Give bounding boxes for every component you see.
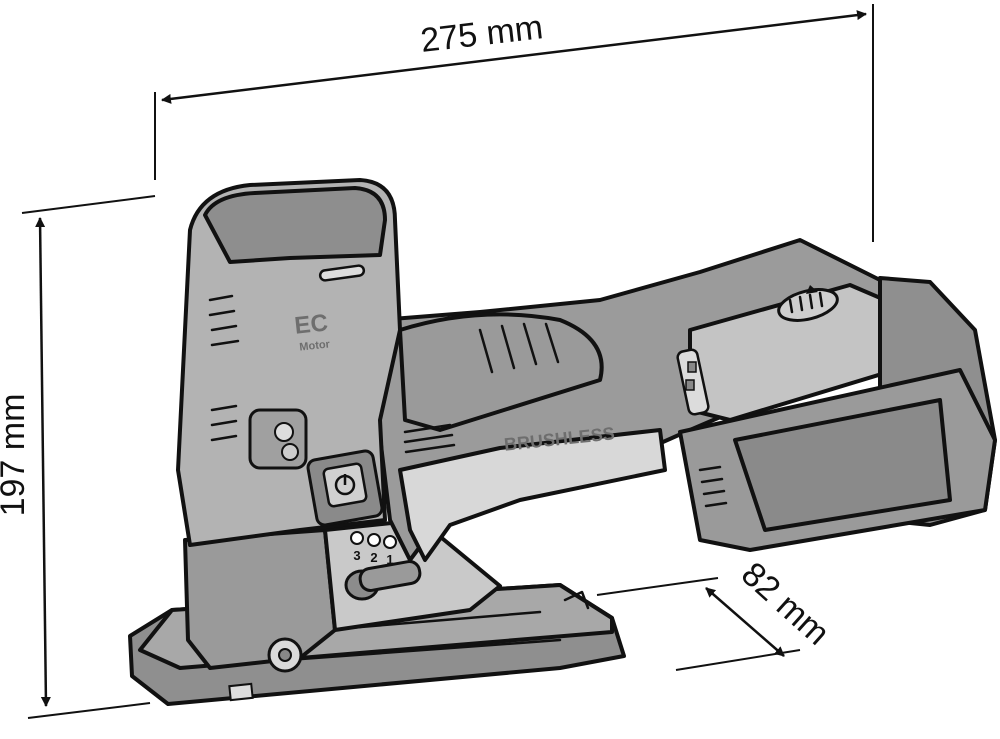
ec-badge: EC <box>293 309 329 339</box>
height-dimension: 197 mm <box>0 195 156 719</box>
power-icon <box>334 474 356 496</box>
led-bulb-icon <box>274 422 294 442</box>
width-dimension: 82 mm <box>596 555 837 671</box>
battery-pack <box>676 276 997 552</box>
width-extension-top <box>596 577 719 596</box>
orbital-mode-dials: 3 2 1 <box>350 531 397 567</box>
motor-housing: EC Motor <box>176 178 402 547</box>
top-vent-slot <box>318 264 366 282</box>
mode-number-2: 2 <box>370 550 377 565</box>
base-slot-icon <box>228 682 254 702</box>
charge-indicator-icon <box>676 348 710 416</box>
width-label: 82 mm <box>734 555 837 653</box>
motor-badge: Motor <box>299 338 331 353</box>
speed-dial-icon <box>777 285 839 322</box>
jigsaw-illustration: 3 2 1 BRUSHLESS <box>128 178 997 706</box>
length-arrow-line <box>161 10 867 104</box>
orbital-lever-icon <box>344 560 422 601</box>
height-label: 197 mm <box>0 394 32 517</box>
height-extension-top <box>21 195 156 214</box>
height-arrow-line <box>35 217 51 707</box>
mode-number-3: 3 <box>353 548 360 563</box>
length-label: 275 mm <box>419 8 545 60</box>
mode-number-1: 1 <box>386 552 393 567</box>
width-arrow-line <box>705 587 785 657</box>
height-extension-bottom <box>27 702 151 719</box>
